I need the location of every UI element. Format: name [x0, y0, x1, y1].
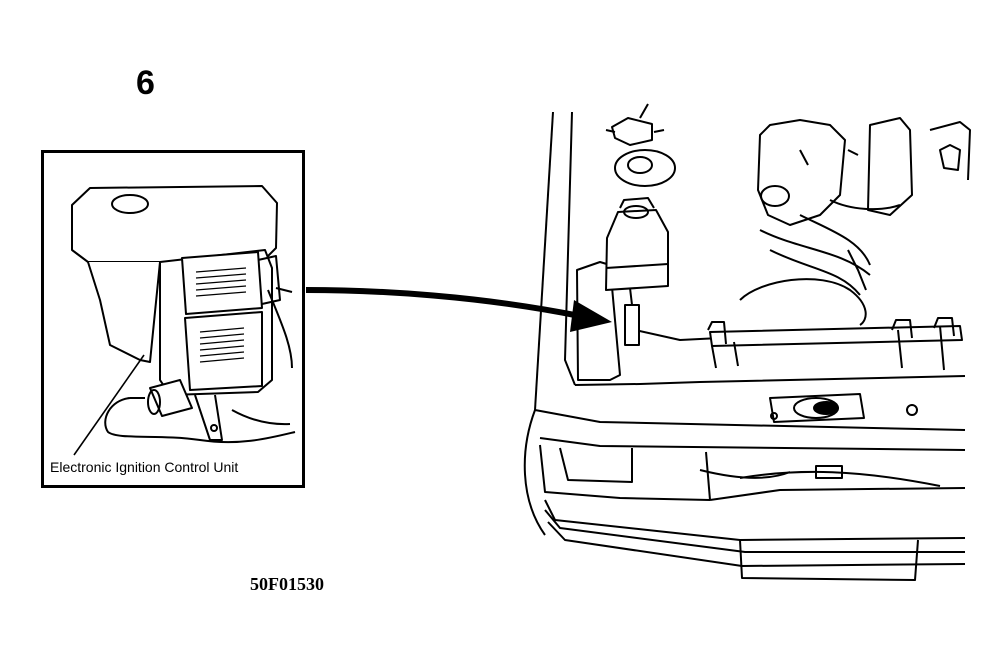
- vehicle-front-drawing: [523, 103, 971, 581]
- inset-frame: [41, 150, 305, 488]
- control-unit-drawing: [71, 185, 296, 456]
- step-number: 6: [136, 64, 155, 102]
- figure-id: 50F01530: [250, 574, 324, 594]
- inset-caption: Electronic Ignition Control Unit: [50, 459, 239, 475]
